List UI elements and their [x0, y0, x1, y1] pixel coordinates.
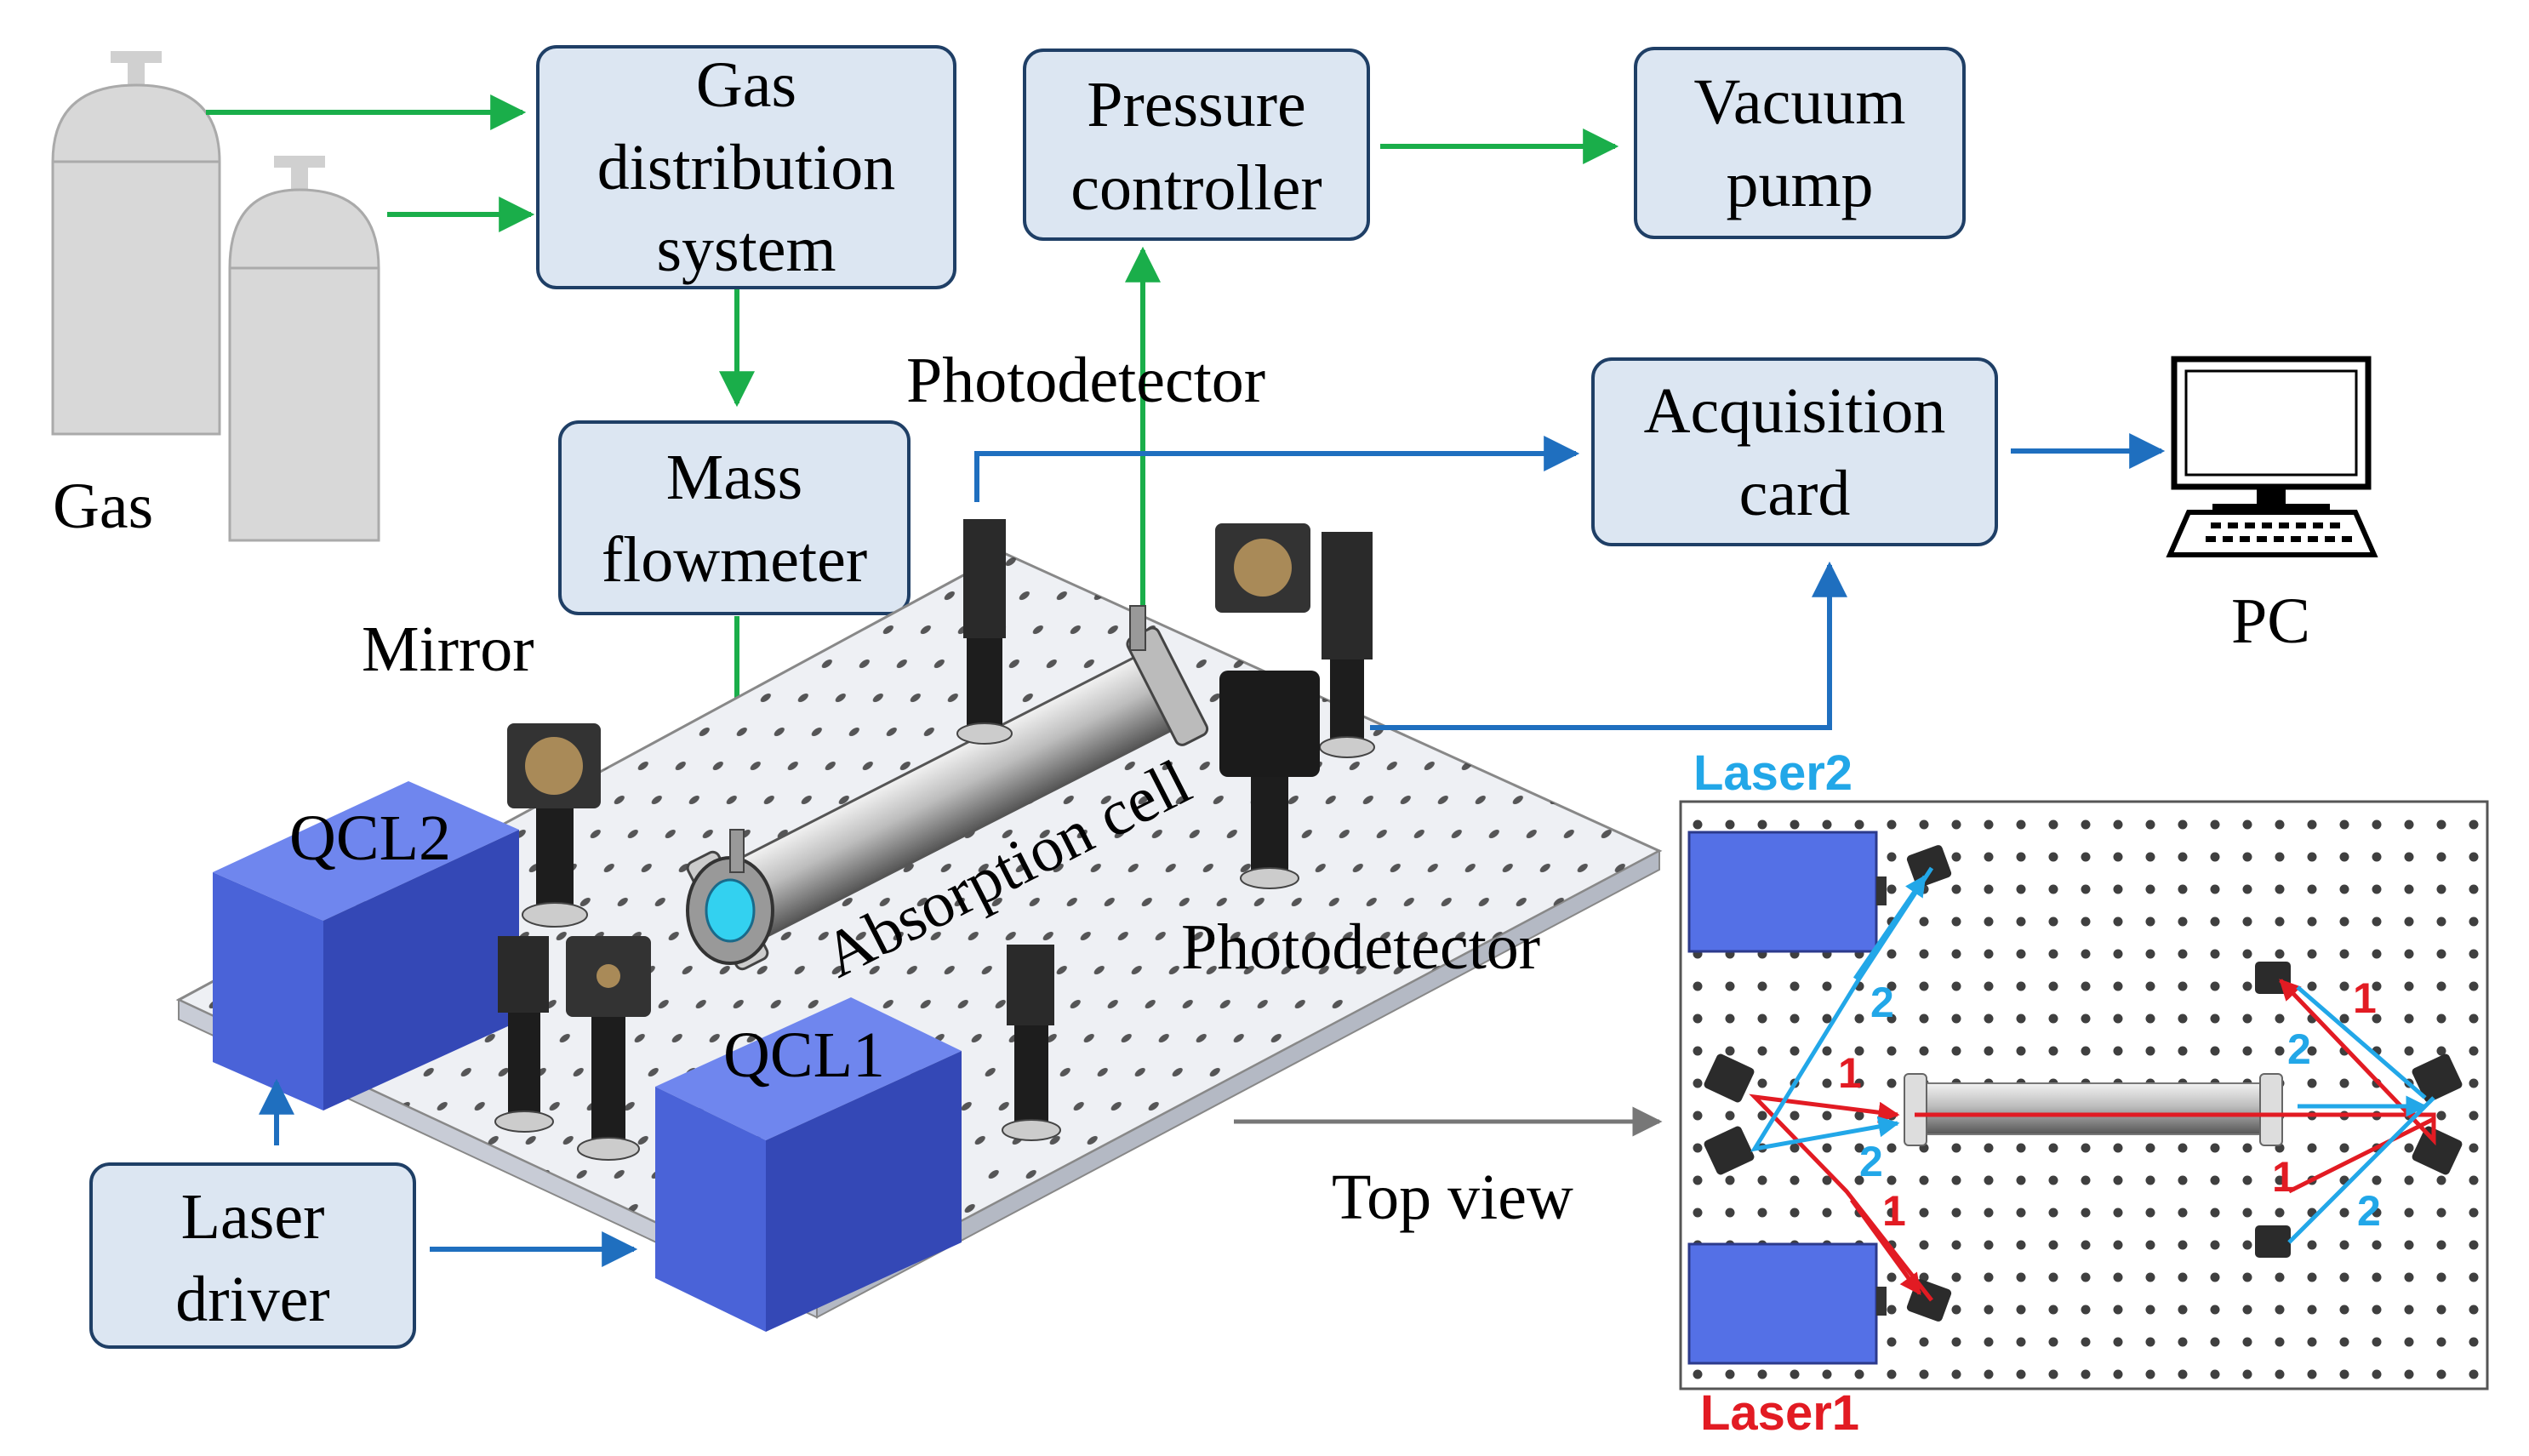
vacuum-pump-box: Vacuum pump	[1634, 47, 1966, 239]
laser1-label: Laser1	[1700, 1385, 1859, 1441]
signal-arrows	[259, 433, 2166, 1267]
beam-number-blue: 2	[1859, 1138, 1883, 1185]
mass-flowmeter-box: Mass flowmeter	[558, 420, 911, 615]
gas-cylinder-icon	[228, 156, 380, 542]
beam-number-blue: 2	[2287, 1025, 2311, 1073]
acquisition-card-line1: Acquisition	[1644, 375, 1946, 447]
gas-distribution-line3: system	[656, 214, 836, 285]
photodetector-right-label: Photodetector	[1181, 911, 1540, 983]
laser2-label: Laser2	[1693, 745, 1853, 801]
absorption-cell	[686, 605, 1209, 971]
qcl1-block	[655, 997, 962, 1332]
beam-number-red: 1	[2353, 974, 2377, 1022]
mass-flowmeter-line1: Mass	[666, 442, 802, 513]
pc-monitor-icon	[2171, 356, 2372, 512]
gas-label: Gas	[53, 471, 153, 542]
pressure-controller-box: Pressure controller	[1023, 49, 1370, 241]
gas-cylinder-icon	[51, 51, 221, 436]
keyboard-icon	[2166, 510, 2378, 557]
laser1-block	[1687, 1242, 1878, 1365]
beam-number-red: 1	[2272, 1153, 2296, 1201]
gas-distribution-line1: Gas	[696, 49, 796, 121]
beam-number-red: 1	[1838, 1049, 1862, 1097]
laser2-block	[1687, 831, 1878, 953]
pressure-controller-line2: controller	[1070, 152, 1322, 224]
vacuum-pump-line1: Vacuum	[1693, 66, 1905, 138]
pressure-controller-line1: Pressure	[1087, 69, 1306, 140]
pc-label: PC	[2231, 585, 2310, 657]
qcl1-label: QCL1	[723, 1019, 885, 1091]
laser-driver-box: Laser driver	[89, 1162, 416, 1349]
acquisition-card-box: Acquisition card	[1591, 357, 1998, 546]
gas-distribution-box: Gas distribution system	[536, 45, 956, 289]
beam-number-blue: 2	[1870, 979, 1894, 1026]
top-view-label: Top view	[1332, 1162, 1573, 1233]
top-view-cell	[1914, 1082, 2273, 1135]
gas-flow-arrows	[206, 94, 1619, 819]
beam-number-red: 1	[1882, 1187, 1906, 1235]
laser-driver-line2: driver	[175, 1264, 329, 1335]
mirror-mounts	[494, 519, 1375, 1161]
gas-distribution-line2: distribution	[597, 132, 895, 203]
mirror-label: Mirror	[362, 614, 534, 685]
qcl2-label: QCL2	[289, 802, 451, 874]
top-view-panel: 1 1 1 1 2 2 2 2 Laser2 Laser1	[1679, 745, 2489, 1441]
laser-driver-line1: Laser	[181, 1181, 325, 1253]
qcl2-block	[213, 781, 519, 1111]
photodetector-top-label: Photodetector	[906, 345, 1265, 416]
acquisition-card-line2: card	[1739, 458, 1851, 529]
beam-number-blue: 2	[2357, 1187, 2381, 1235]
mass-flowmeter-line2: flowmeter	[602, 524, 867, 596]
vacuum-pump-line2: pump	[1726, 149, 1873, 220]
